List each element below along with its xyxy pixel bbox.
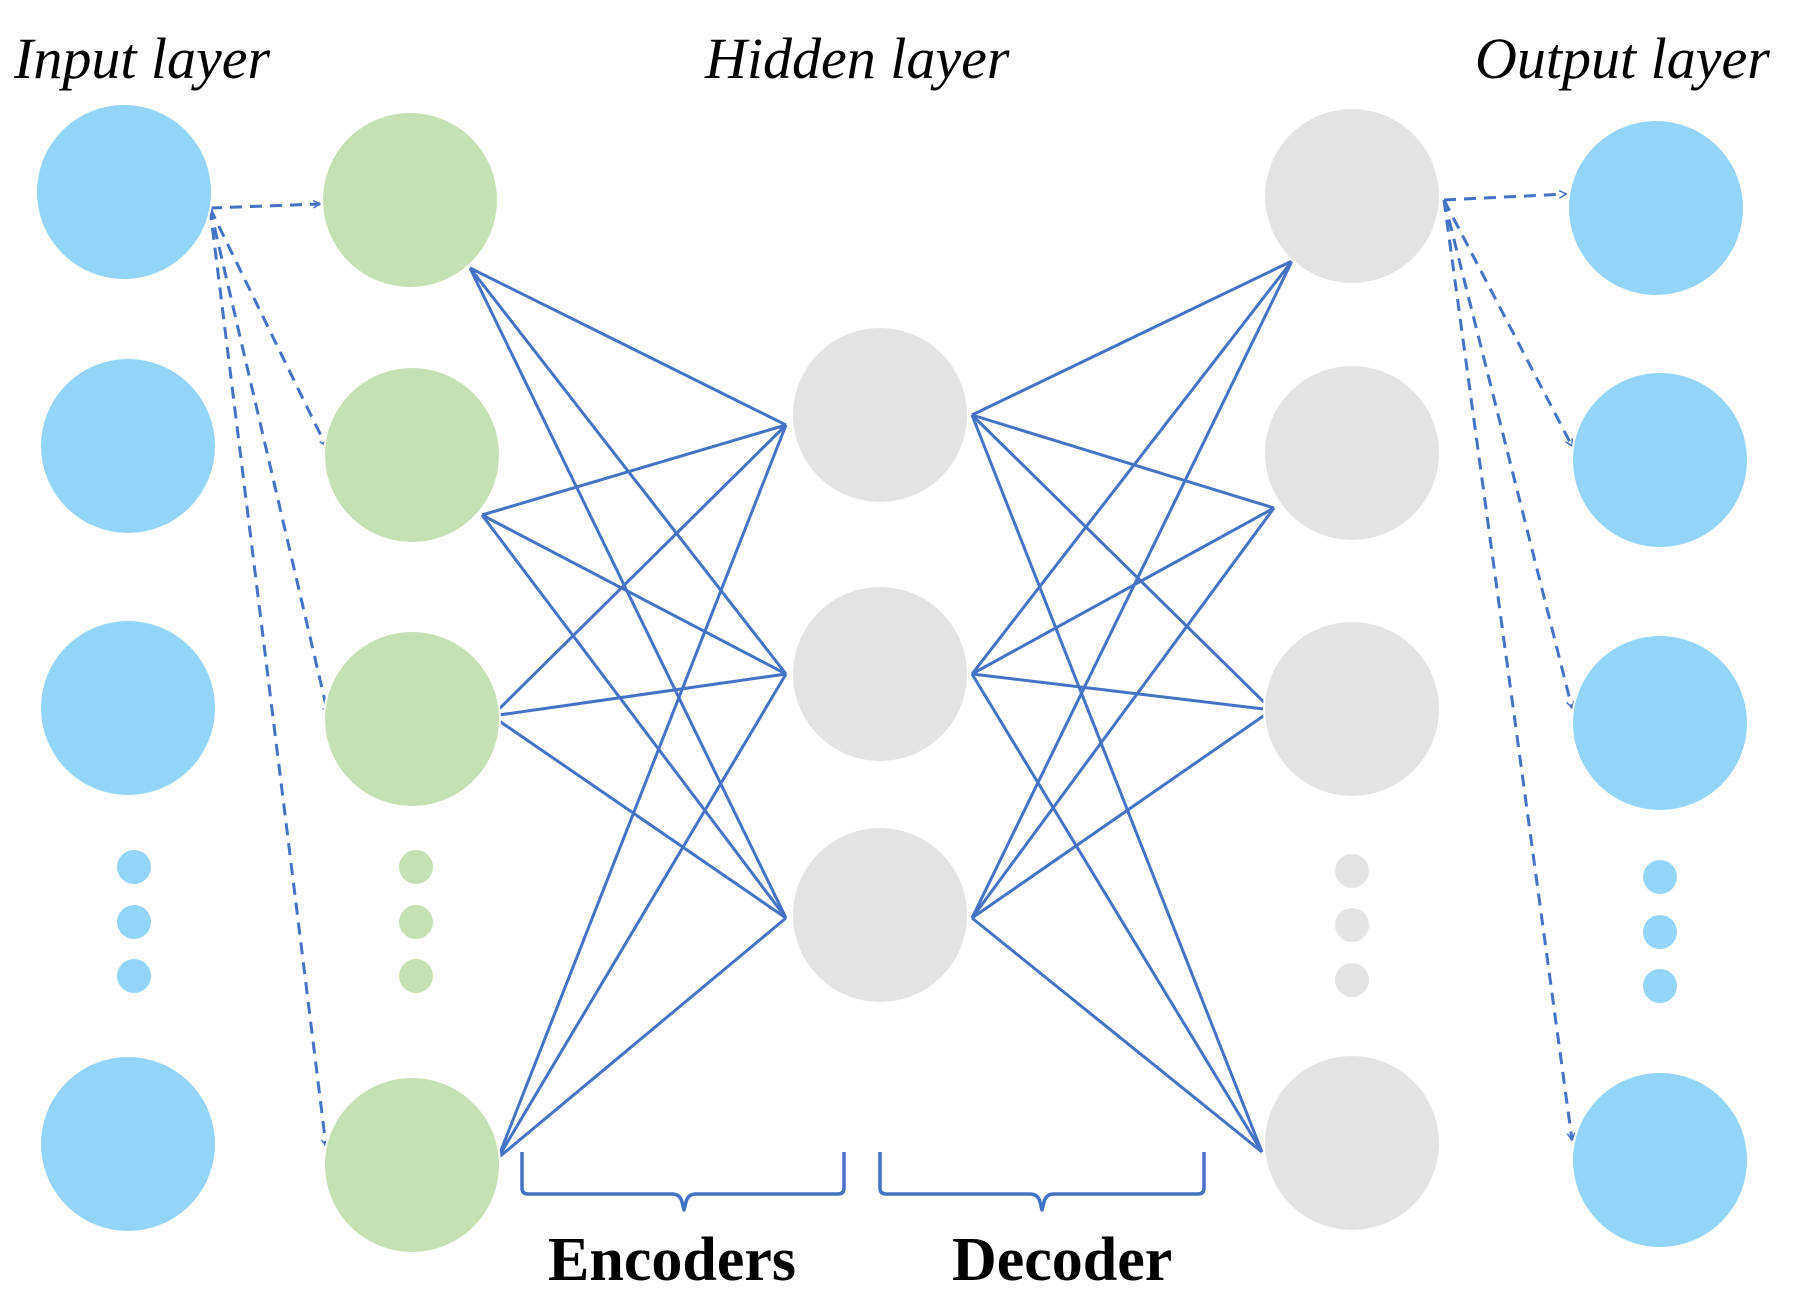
decoder-node-1 xyxy=(1263,107,1441,285)
decoder-ellipsis-dot-2 xyxy=(1335,908,1369,942)
encoders-label: Encoders xyxy=(548,1226,796,1294)
input-ellipsis-dot-2 xyxy=(117,905,151,939)
input-node-3 xyxy=(39,619,217,797)
skip-connections-group xyxy=(208,194,1574,1146)
output-ellipsis-dot-1 xyxy=(1643,860,1677,894)
decoder-label: Decoder xyxy=(952,1226,1172,1294)
decoder-node-2 xyxy=(1263,364,1441,542)
encoder-connection-3-1 xyxy=(490,423,788,718)
decoder-connection-2-2 xyxy=(971,506,1275,676)
decoder-brace xyxy=(878,1152,1206,1212)
encoder-connection-3-2 xyxy=(491,672,787,718)
output-skip-arrow-1 xyxy=(1443,194,1566,202)
output-skip-arrow-3 xyxy=(1442,199,1572,708)
hidden-layer-title: Hidden layer xyxy=(704,26,1010,91)
output-node-2 xyxy=(1571,371,1749,549)
decoder-connection-1-4 xyxy=(970,414,1264,1153)
output-skip-arrow-4 xyxy=(1442,199,1572,1140)
decoder-connection-2-4 xyxy=(970,673,1264,1153)
output-skip-arrow-2 xyxy=(1442,199,1574,446)
encoder-node-2 xyxy=(323,366,501,544)
hidden-node-1 xyxy=(791,326,969,504)
encoder-connection-1-1 xyxy=(469,266,787,427)
decoder-connection-3-4 xyxy=(971,916,1263,1154)
encoder-ellipsis-dot-3 xyxy=(399,959,433,993)
connections-group xyxy=(468,259,1294,1160)
decoder-node-3 xyxy=(1263,620,1441,798)
encoders-brace xyxy=(520,1152,846,1212)
decoder-ellipsis-dot-1 xyxy=(1335,854,1369,888)
decoder-connection-2-3 xyxy=(971,672,1273,712)
output-ellipsis-dot-2 xyxy=(1643,915,1677,949)
decoder-connection-3-3 xyxy=(971,708,1273,920)
input-ellipsis-dot-1 xyxy=(117,850,151,884)
decoder-node-4 xyxy=(1263,1054,1441,1232)
output-node-4 xyxy=(1571,1071,1749,1249)
decoder-connection-1-1 xyxy=(971,259,1293,417)
encoder-connection-2-1 xyxy=(481,423,787,517)
encoder-ellipsis-dot-2 xyxy=(399,905,433,939)
encoder-node-3 xyxy=(323,630,501,808)
decoder-connection-1-2 xyxy=(971,413,1275,510)
encoder-connection-4-1 xyxy=(496,424,788,1159)
encoder-node-1 xyxy=(321,111,499,289)
encoder-connection-4-3 xyxy=(497,916,787,1160)
encoder-connection-2-3 xyxy=(480,514,788,919)
nodes-group xyxy=(35,103,1749,1254)
input-skip-arrow-4 xyxy=(208,207,326,1146)
encoder-node-4 xyxy=(323,1076,501,1254)
encoder-connection-3-3 xyxy=(491,714,787,920)
output-node-3 xyxy=(1571,634,1749,812)
hidden-node-3 xyxy=(791,826,969,1004)
decoder-connection-3-2 xyxy=(970,507,1276,919)
encoder-connection-4-2 xyxy=(496,673,788,1159)
output-layer-title: Output layer xyxy=(1475,26,1770,91)
input-layer-title: Input layer xyxy=(13,26,271,91)
input-skip-arrow-3 xyxy=(208,207,328,714)
decoder-ellipsis-dot-3 xyxy=(1335,963,1369,997)
decoder-connection-1-3 xyxy=(970,413,1274,712)
encoder-connection-2-2 xyxy=(481,513,787,676)
decoder-connection-2-1 xyxy=(970,260,1294,675)
input-node-2 xyxy=(39,357,217,535)
output-node-1 xyxy=(1567,119,1745,297)
input-skip-arrow-2 xyxy=(208,207,328,446)
hidden-node-2 xyxy=(791,585,969,763)
input-ellipsis-dot-3 xyxy=(117,959,151,993)
output-ellipsis-dot-3 xyxy=(1643,969,1677,1003)
encoder-ellipsis-dot-1 xyxy=(399,850,433,884)
input-node-4 xyxy=(39,1055,217,1233)
decoder-connection-3-1 xyxy=(970,260,1294,919)
input-node-1 xyxy=(35,103,213,281)
input-skip-arrow-1 xyxy=(209,204,320,210)
